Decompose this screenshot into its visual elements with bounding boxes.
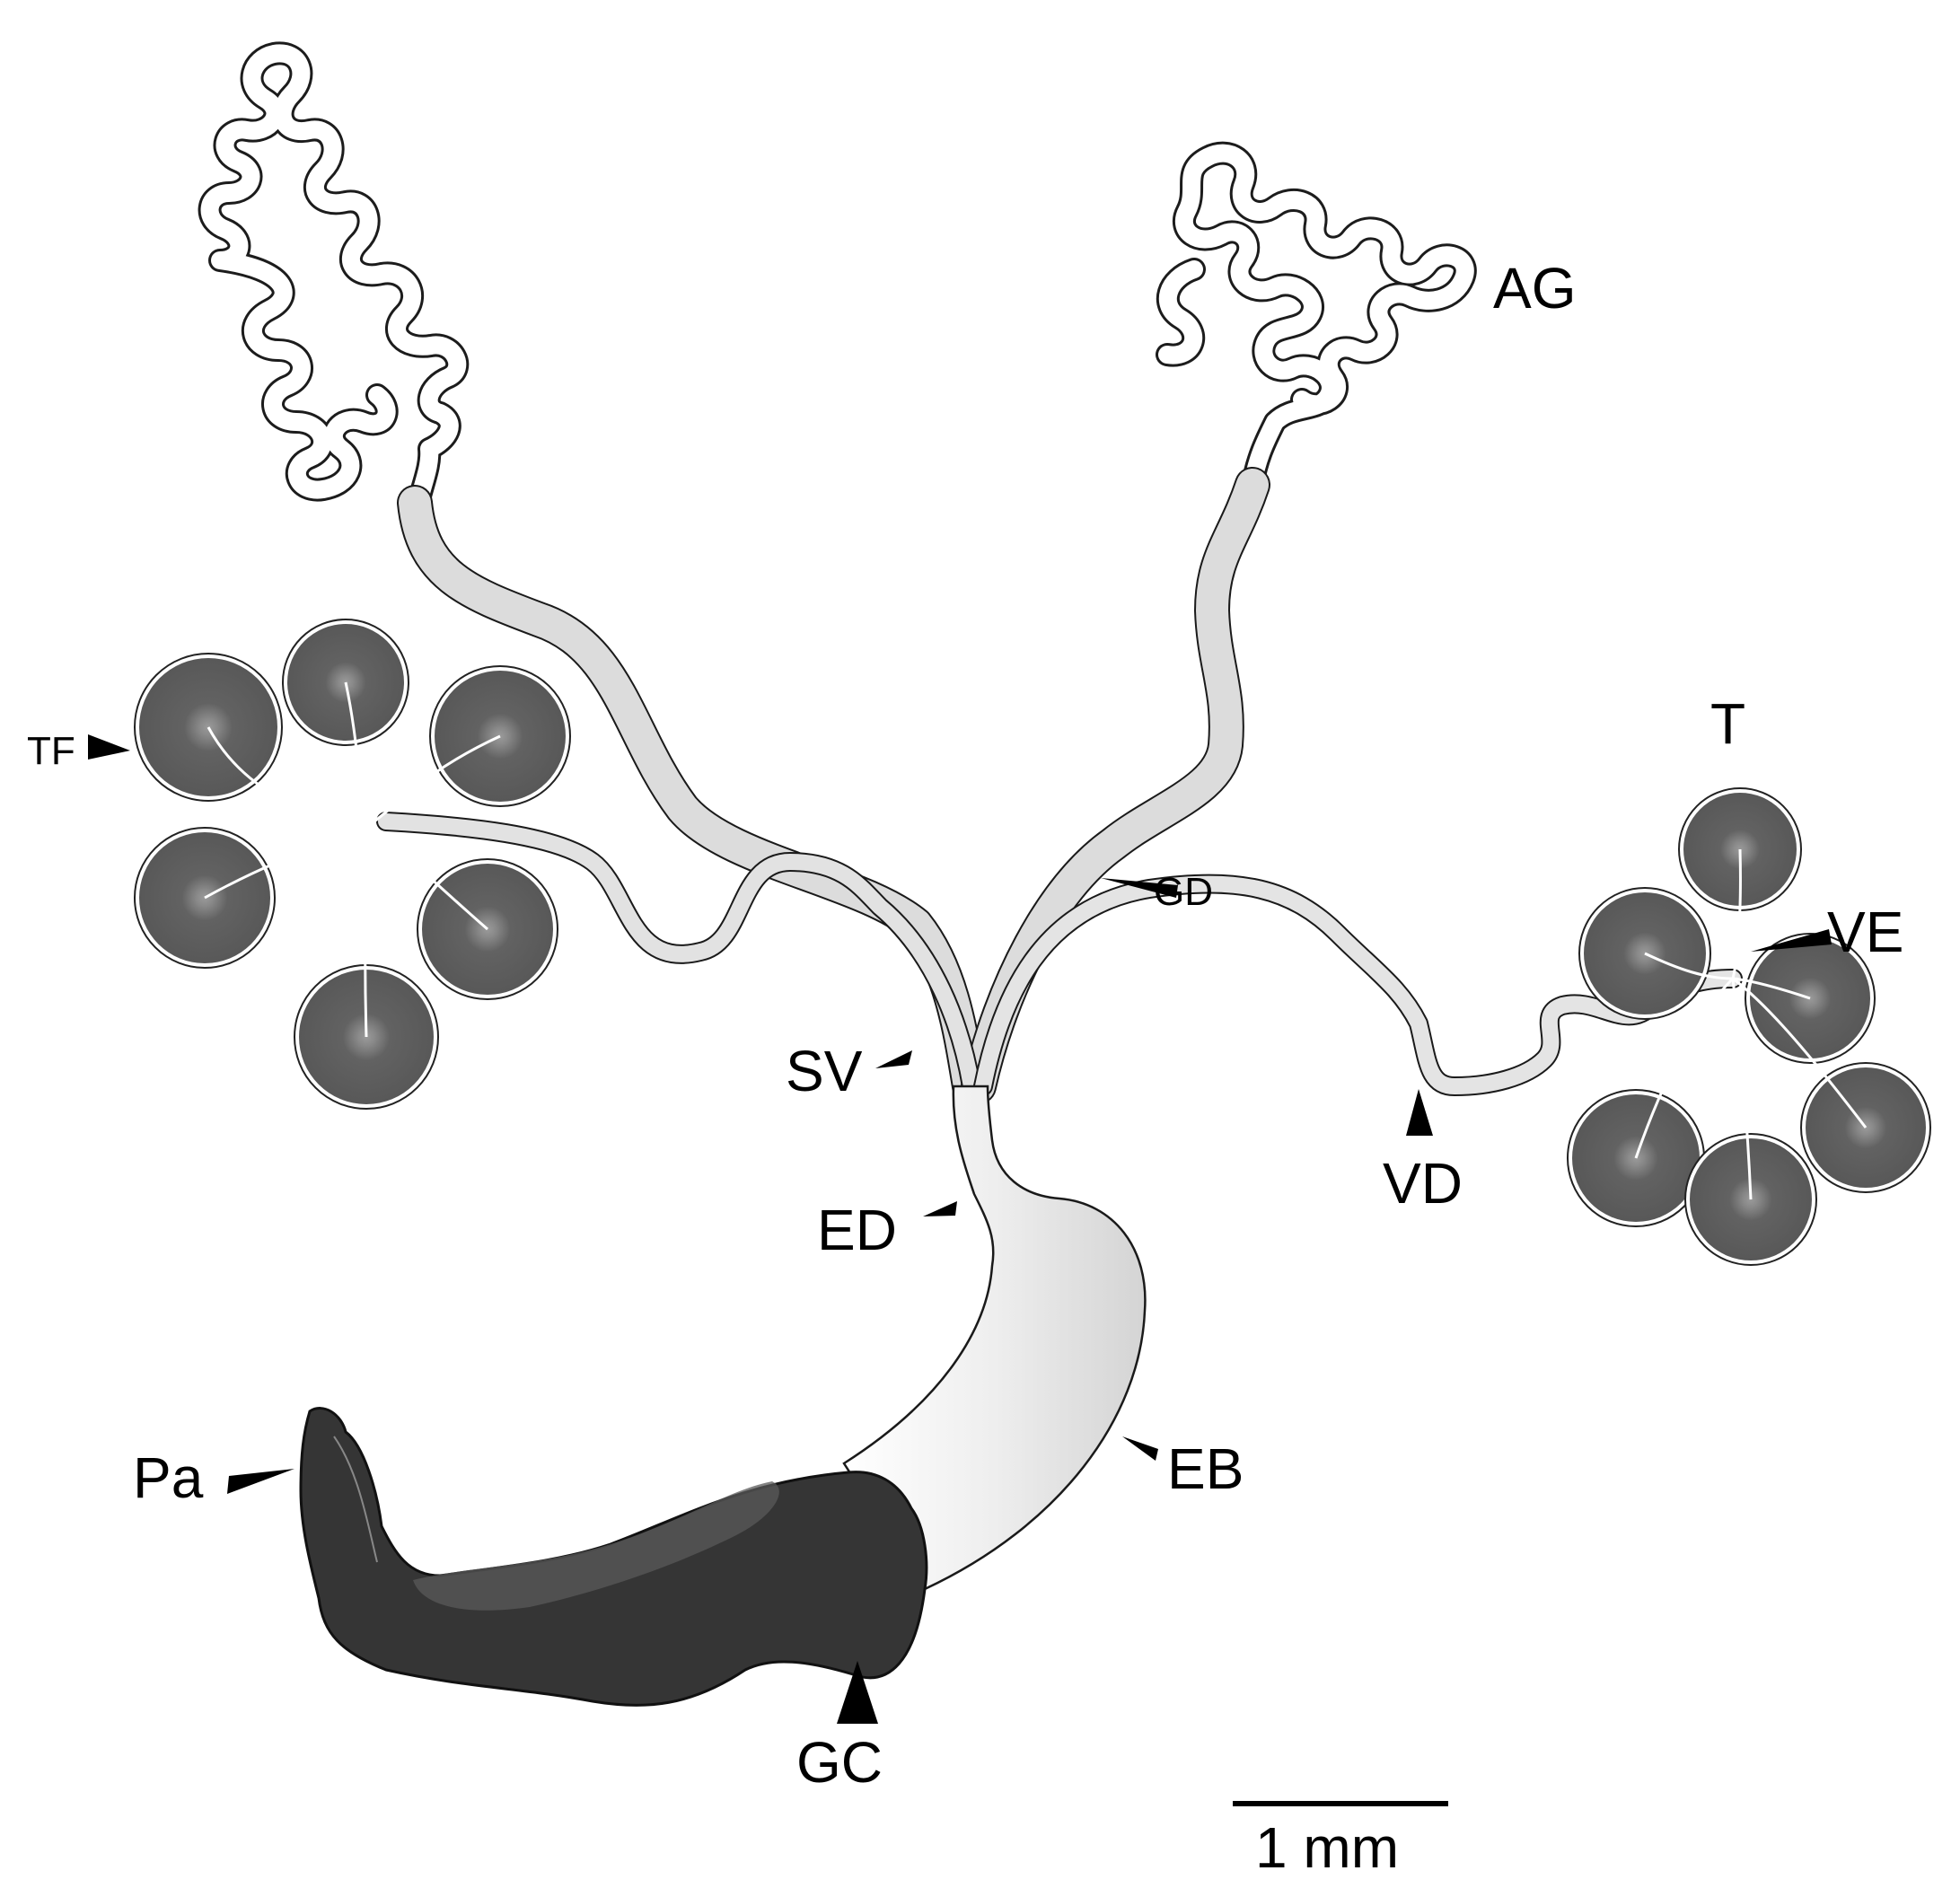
arrow-gc xyxy=(837,1661,878,1724)
labels: AG T TF GD VE SV VD ED EB Pa GC xyxy=(27,256,1903,1795)
left-accessory-gland xyxy=(198,41,470,519)
arrow-sv xyxy=(875,1050,912,1068)
arrow-ed xyxy=(923,1201,957,1216)
label-gc: GC xyxy=(796,1730,883,1795)
right-accessory-gland xyxy=(1156,141,1477,496)
genital-capsule xyxy=(299,1407,928,1707)
scale-bar-line xyxy=(1233,1801,1448,1806)
label-pa: Pa xyxy=(133,1445,204,1510)
arrow-vd xyxy=(1406,1089,1433,1136)
arrow-gd xyxy=(1101,878,1178,898)
arrow-ve xyxy=(1751,929,1832,952)
arrow-eb xyxy=(1122,1436,1158,1461)
left-testis xyxy=(134,619,571,1110)
pointer-arrows xyxy=(88,734,1832,1724)
arrow-pa xyxy=(227,1469,294,1494)
ducts xyxy=(376,467,1743,1104)
label-vd: VD xyxy=(1383,1151,1463,1216)
scale-bar-label: 1 mm xyxy=(1255,1815,1399,1880)
label-t: T xyxy=(1710,691,1745,756)
label-gd: GD xyxy=(1154,870,1213,914)
label-tf: TF xyxy=(27,729,75,773)
scale-bar: 1 mm xyxy=(1233,1801,1448,1880)
right-testis xyxy=(1567,787,1931,1266)
label-ve: VE xyxy=(1827,900,1903,964)
label-ed: ED xyxy=(817,1198,897,1262)
arrow-tf xyxy=(88,734,130,760)
label-sv: SV xyxy=(786,1039,863,1103)
ejaculatory-bulb xyxy=(842,1085,1147,1591)
label-eb: EB xyxy=(1167,1436,1244,1501)
label-ag: AG xyxy=(1493,256,1576,321)
